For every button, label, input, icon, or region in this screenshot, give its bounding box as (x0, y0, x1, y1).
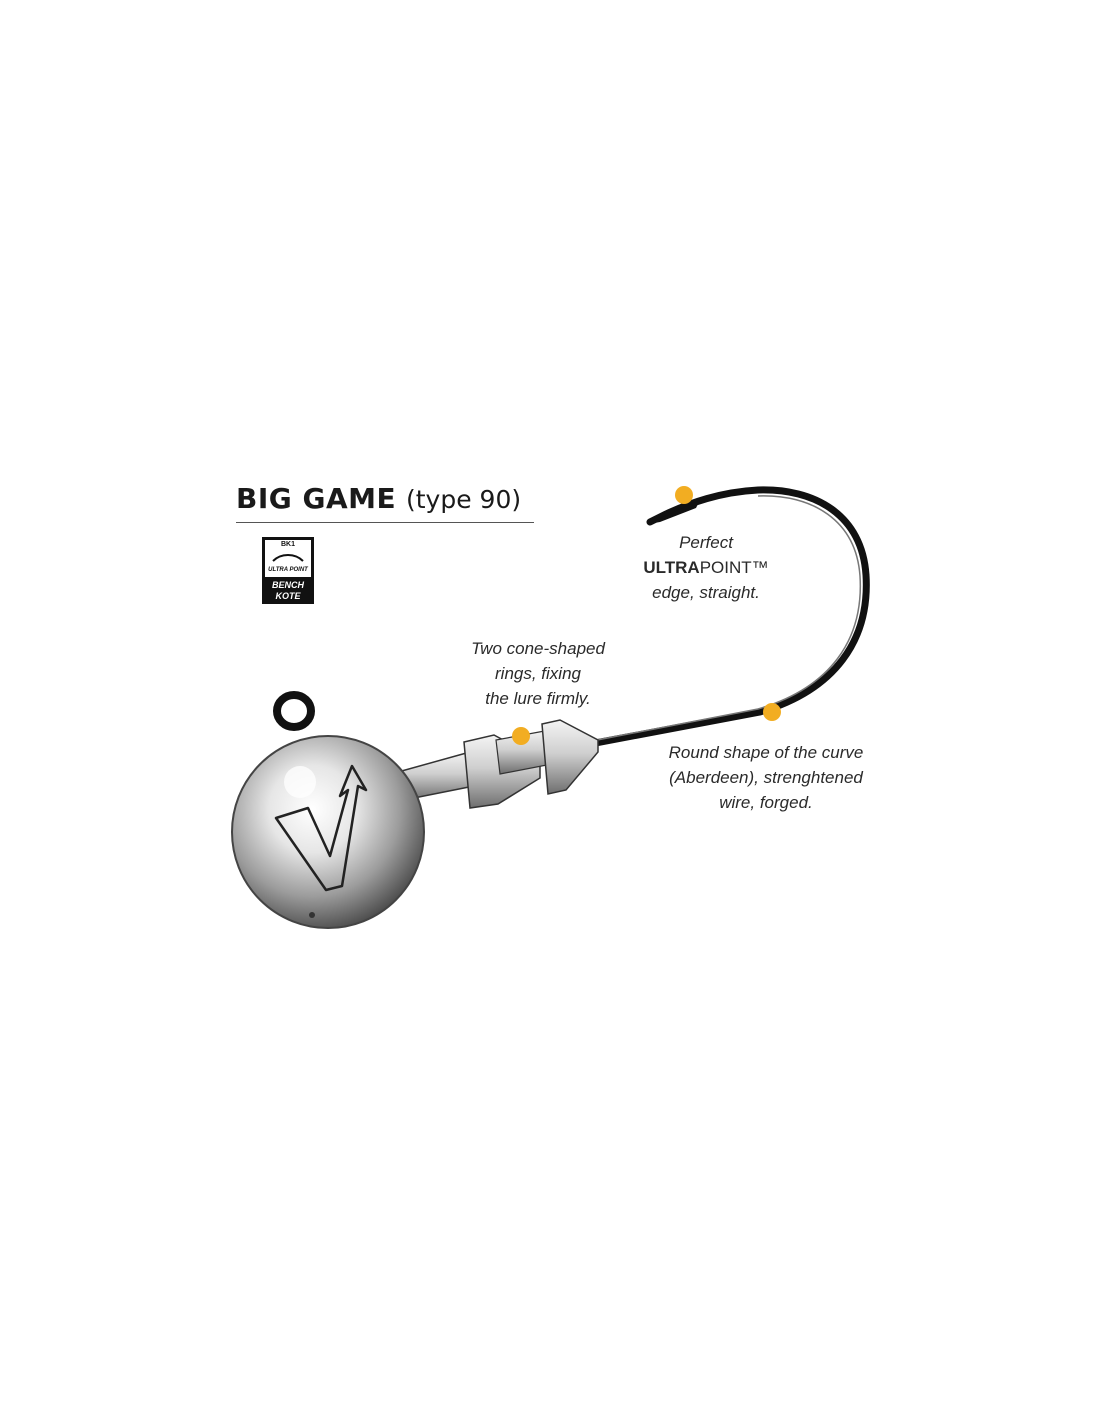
bench-kote-badge: BK1 ULTRA POINT BENCH KOTE (262, 537, 314, 604)
product-title-type: (type 90) (406, 485, 522, 514)
callout-dot-rings (512, 727, 530, 745)
callout-rings-line3: the lure firmly. (485, 689, 591, 708)
callout-rings-line2: rings, fixing (495, 664, 581, 683)
badge-hook-icon (272, 554, 304, 562)
callout-rings-line1: Two cone-shaped (471, 639, 605, 658)
callout-rings: Two cone-shaped rings, fixing the lure f… (440, 636, 636, 711)
callout-hook-point-line1: Perfect (679, 533, 733, 552)
cone-ring-2 (541, 719, 599, 795)
callout-hook-point-line3: edge, straight. (652, 583, 760, 602)
hook-point (648, 500, 700, 524)
line-tie-eye (273, 691, 315, 731)
callout-curve: Round shape of the curve (Aberdeen), str… (654, 740, 878, 815)
v-logo (274, 764, 368, 892)
badge-panel: BK1 ULTRA POINT (265, 540, 311, 577)
ball-dimple (309, 912, 315, 918)
badge-top-label: BK1 (280, 541, 295, 548)
callout-hook-point: Perfect ULTRAPOINT™ edge, straight. (606, 530, 806, 605)
ball-highlight (284, 766, 316, 798)
badge-bottom-line1: BENCH (271, 580, 304, 590)
callout-dot-curve (763, 703, 781, 721)
callout-curve-line1: Round shape of the curve (668, 743, 864, 762)
callout-curve-line3: wire, forged. (719, 793, 813, 812)
hook-wire-highlight (591, 495, 862, 742)
product-title: BIG GAME (type 90) (236, 482, 534, 523)
callout-hook-point-brand: ULTRAPOINT™ (606, 555, 806, 580)
brand-bold: ULTRA (643, 558, 700, 577)
ball-head (231, 735, 425, 929)
hook-wire (586, 486, 870, 748)
product-title-main: BIG GAME (236, 482, 397, 515)
badge-middle-label: ULTRA POINT (268, 567, 308, 573)
callout-curve-line2: (Aberdeen), strenghtened (669, 768, 863, 787)
badge-bottom-line2: KOTE (275, 591, 301, 601)
brand-rest: POINT™ (699, 558, 769, 577)
callout-dot-hook-point (675, 486, 693, 504)
